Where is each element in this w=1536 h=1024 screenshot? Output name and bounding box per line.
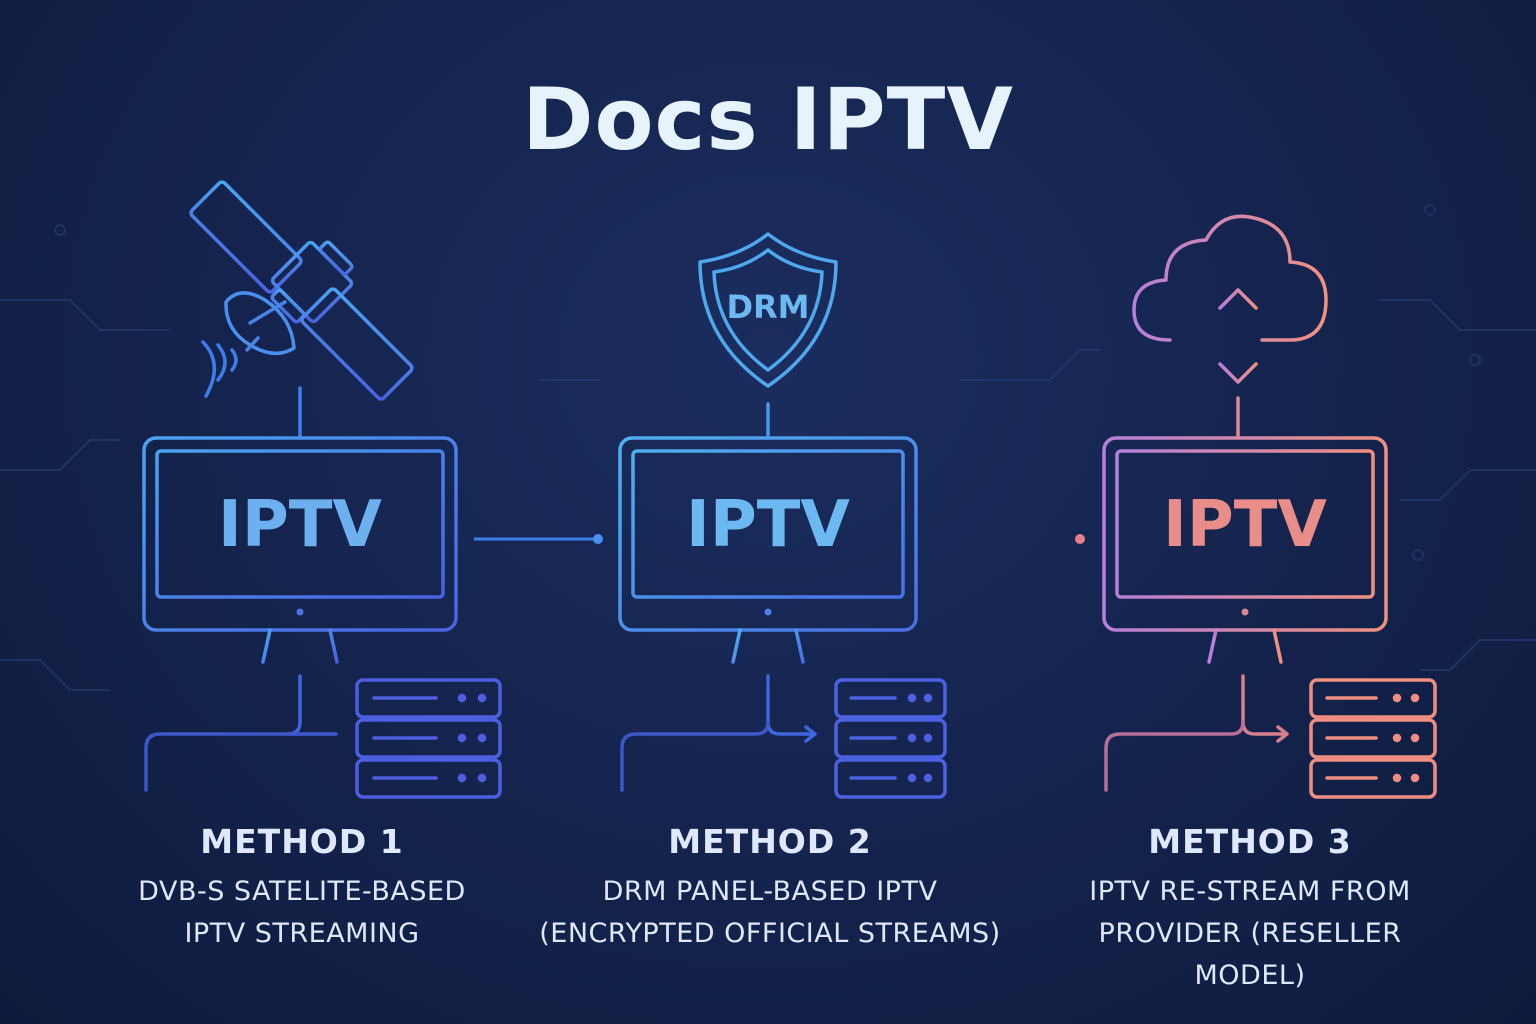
method-1-caption: METHOD 1 DVB-S SATELITE-BASED IPTV STREA… [100, 822, 504, 955]
monitor-3 [1102, 436, 1388, 665]
method-1-description: DVB-S SATELITE-BASED IPTV STREAMING [138, 876, 466, 949]
server-stack-3 [1309, 678, 1437, 799]
cloud-upload-download-icon [1132, 214, 1328, 438]
drm-badge-label: DRM [726, 288, 809, 326]
method-3-heading: METHOD 3 [1148, 822, 1352, 861]
method-2-description: DRM PANEL-BASED IPTV (ENCRYPTED OFFICIAL… [539, 876, 1001, 949]
screen-label-1: IPTV [218, 488, 382, 562]
method-1-heading: METHOD 1 [200, 822, 404, 861]
method-3-caption: METHOD 3 IPTV RE-STREAM FROM PROVIDER (R… [1040, 822, 1460, 997]
connector-1-2 [474, 534, 603, 544]
method-2-caption: METHOD 2 DRM PANEL-BASED IPTV (ENCRYPTED… [505, 822, 1035, 955]
method-2-heading: METHOD 2 [668, 822, 872, 861]
satellite-icon [189, 180, 414, 438]
screen-label-2: IPTV [686, 488, 850, 562]
page-title: Docs IPTV [522, 70, 1014, 170]
network-link-1 [144, 674, 338, 792]
server-stack-2 [834, 678, 947, 799]
monitor-1 [142, 436, 458, 665]
monitor-2 [618, 436, 918, 665]
connector-2-3 [932, 534, 1085, 544]
screen-label-3: IPTV [1163, 488, 1327, 562]
method-2-group [618, 232, 947, 799]
method-3-description: IPTV RE-STREAM FROM PROVIDER (RESELLER M… [1089, 876, 1411, 991]
network-link-3 [1104, 674, 1289, 792]
drm-shield-icon [698, 232, 838, 438]
method-1-group [142, 180, 502, 799]
background-circuit-lines [0, 204, 1536, 691]
network-link-2 [620, 674, 817, 792]
server-stack-1 [355, 678, 502, 799]
method-3-group [1102, 214, 1437, 799]
